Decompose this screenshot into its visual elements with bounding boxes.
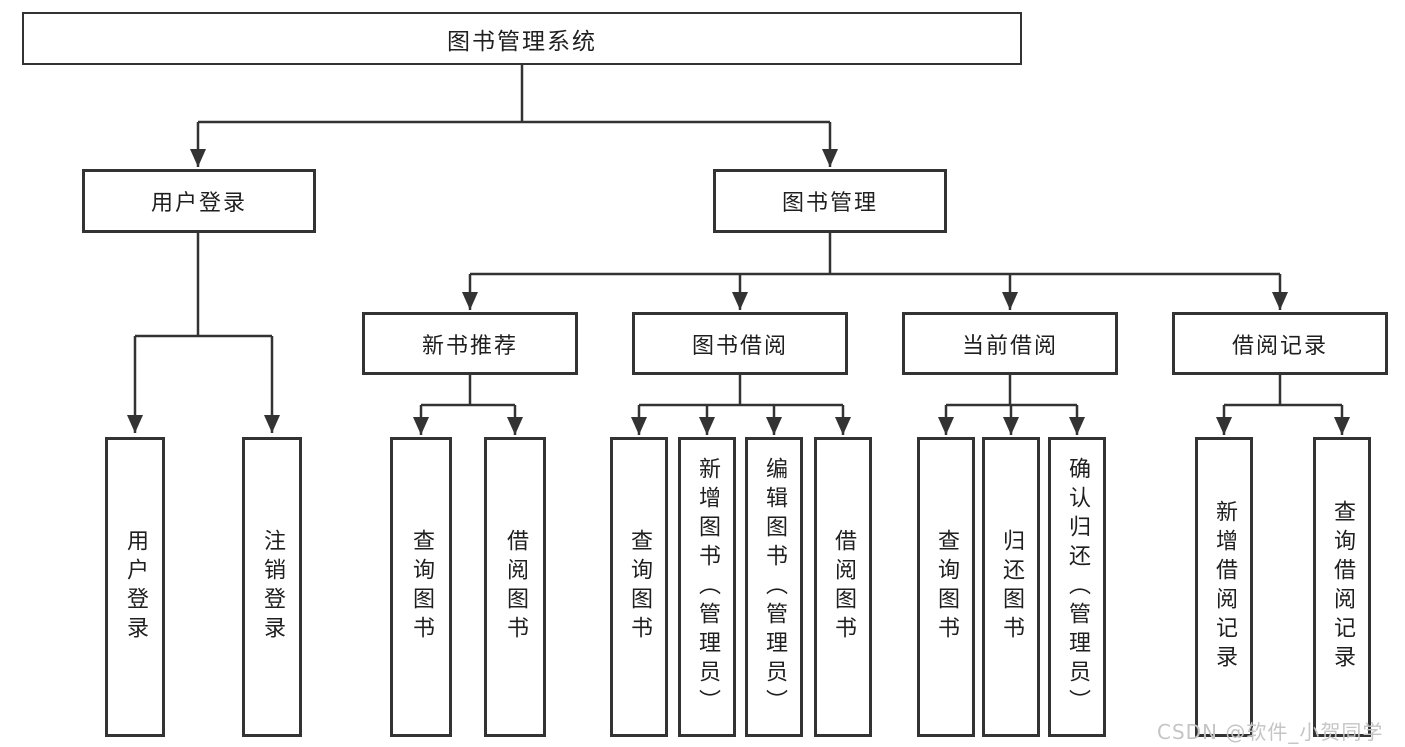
- node-current-borrowing: 当前借阅: [902, 312, 1118, 375]
- node-borrowing-records: 借阅记录: [1172, 312, 1388, 375]
- leaf-add-book-admin: 新增图书（管理员）: [678, 437, 736, 737]
- leaf-query-borrow-record: 查询借阅记录: [1313, 437, 1371, 737]
- leaf-borrow-books: 借阅图书: [814, 437, 872, 737]
- node-book-management: 图书管理: [713, 169, 947, 233]
- csdn-watermark: CSDN @软件_小贺同学: [1157, 720, 1384, 744]
- node-new-book-recommend: 新书推荐: [362, 312, 578, 375]
- leaf-logout-login: 注销登录: [242, 437, 302, 737]
- leaf-edit-book-admin: 编辑图书（管理员）: [745, 437, 803, 737]
- leaf-query-books-borrow: 查询图书: [610, 437, 668, 737]
- leaf-confirm-return-admin: 确认归还（管理员）: [1048, 437, 1106, 737]
- node-library-system: 图书管理系统: [22, 12, 1022, 65]
- leaf-query-books-recommend: 查询图书: [390, 437, 452, 737]
- leaf-user-login: 用户登录: [105, 437, 165, 737]
- leaf-add-borrow-record: 新增借阅记录: [1195, 437, 1253, 737]
- leaf-return-book: 归还图书: [982, 437, 1040, 737]
- node-book-borrowing: 图书借阅: [632, 312, 848, 375]
- leaf-borrow-books-recommend: 借阅图书: [484, 437, 546, 737]
- leaf-query-books-current: 查询图书: [917, 437, 975, 737]
- node-user-login: 用户登录: [82, 169, 316, 233]
